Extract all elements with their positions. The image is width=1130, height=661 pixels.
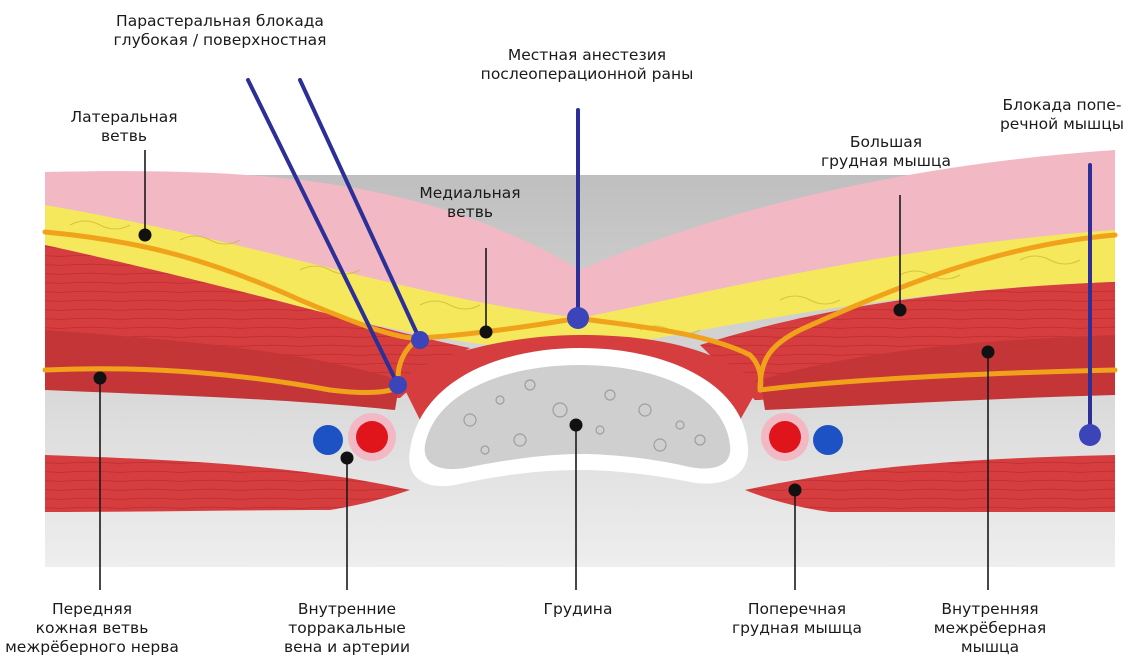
label-line: глубокая / поверхностная — [114, 31, 327, 50]
label-line: Большая — [821, 133, 951, 152]
label-line: Блокада попе- — [1000, 96, 1124, 115]
label-line: ветвь — [70, 127, 177, 146]
label-anterior-cutaneous-branch: Передняя кожная ветвь межрёберного нерва — [5, 600, 179, 657]
label-line: Внутренние — [284, 600, 410, 619]
label-line: кожная ветвь — [5, 619, 179, 638]
label-sternum: Грудина — [544, 600, 613, 619]
label-line: Местная анестезия — [481, 46, 694, 65]
label-line: Парастеральная блокада — [114, 12, 327, 31]
label-internal-thoracic-vessels: Внутренние торракальные вена и артерии — [284, 600, 410, 657]
label-line: речной мышцы — [1000, 115, 1124, 134]
label-transversus-thoracis: Поперечная грудная мышца — [732, 600, 862, 638]
label-lateral-branch: Латеральная ветвь — [70, 108, 177, 146]
label-parasternal-block: Парастеральная блокада глубокая / поверх… — [114, 12, 327, 50]
label-line: Поперечная — [732, 600, 862, 619]
label-line: грудная мышца — [821, 152, 951, 171]
label-medial-branch: Медиальная ветвь — [419, 184, 520, 222]
label-line: мышца — [934, 638, 1046, 657]
label-pectoralis-major: Большая грудная мышца — [821, 133, 951, 171]
label-line: Латеральная — [70, 108, 177, 127]
label-line: вена и артерии — [284, 638, 410, 657]
label-line: торракальные — [284, 619, 410, 638]
label-line: межрёберная — [934, 619, 1046, 638]
label-line: межрёберного нерва — [5, 638, 179, 657]
label-line: грудная мышца — [732, 619, 862, 638]
label-line: послеоперационной раны — [481, 65, 694, 84]
label-line: Грудина — [544, 600, 613, 619]
label-line: Медиальная — [419, 184, 520, 203]
label-line: Передняя — [5, 600, 179, 619]
label-transversus-block: Блокада попе- речной мышцы — [1000, 96, 1124, 134]
label-local-anesthesia: Местная анестезия послеоперационной раны — [481, 46, 694, 84]
label-line: Внутренняя — [934, 600, 1046, 619]
label-internal-intercostal: Внутренняя межрёберная мышца — [934, 600, 1046, 657]
label-line: ветвь — [419, 203, 520, 222]
